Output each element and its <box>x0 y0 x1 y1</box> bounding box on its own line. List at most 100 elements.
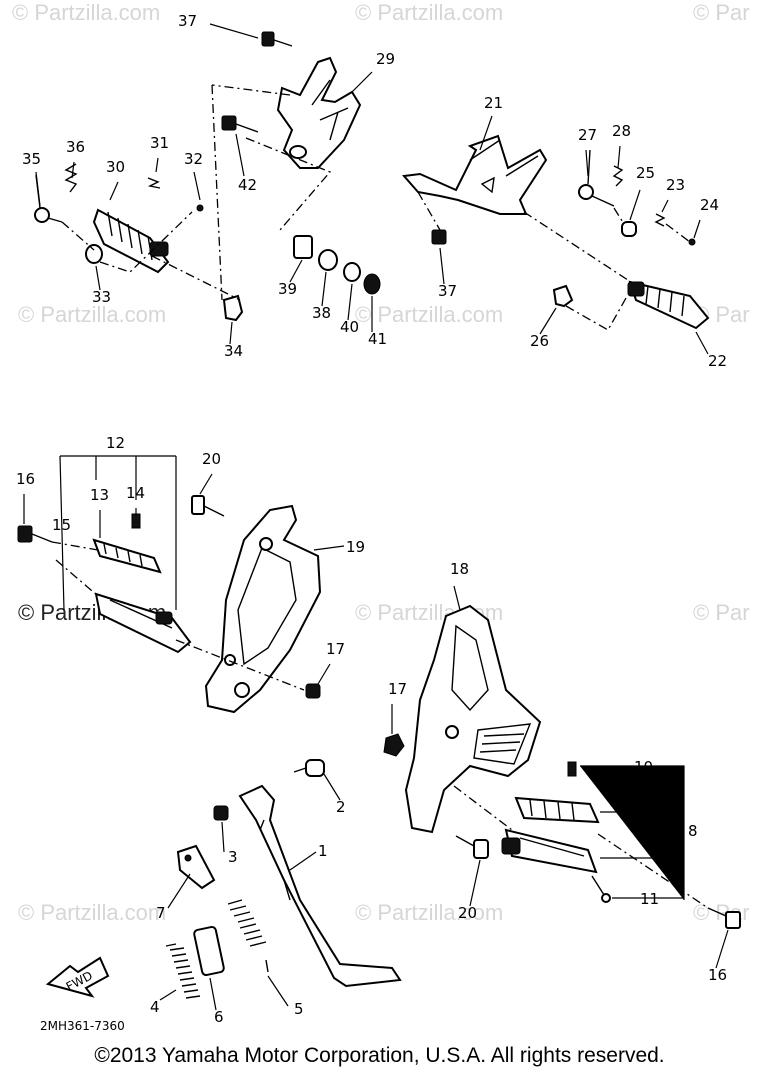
front-right-footrest-group <box>383 604 741 929</box>
callout-leader <box>715 929 729 969</box>
callout-40[interactable]: 40 <box>340 318 359 336</box>
bolt-icon <box>191 495 225 517</box>
callout-36[interactable]: 36 <box>66 138 85 156</box>
callout-leader <box>321 271 327 307</box>
front-bracket-left <box>204 504 322 714</box>
callout-20[interactable]: 20 <box>458 904 477 922</box>
rear-right-footrest-group <box>402 134 710 331</box>
ball-icon <box>196 204 204 212</box>
callout-leader <box>155 157 159 173</box>
callout-16[interactable]: 16 <box>16 470 35 488</box>
callout-6[interactable]: 6 <box>214 1008 224 1026</box>
callout-leader <box>317 663 331 685</box>
callout-37[interactable]: 37 <box>438 282 457 300</box>
watermark-layer: © Partzilla.com © Partzilla.com © Par © … <box>12 0 750 925</box>
callout-20[interactable]: 20 <box>202 450 221 468</box>
callout-29[interactable]: 29 <box>376 50 395 68</box>
rear-left-footrest-group <box>34 31 381 322</box>
watermark: © Par <box>693 900 750 925</box>
callout-9[interactable]: 9 <box>640 806 650 824</box>
bolt-icon <box>17 525 53 543</box>
callout-18[interactable]: 18 <box>450 560 469 578</box>
diagram-code: 2MH361-7360 <box>40 1019 125 1033</box>
callout-leader <box>629 189 641 221</box>
callout-37[interactable]: 37 <box>178 12 197 30</box>
callout-3[interactable]: 3 <box>228 848 238 866</box>
callout-31[interactable]: 31 <box>150 134 169 152</box>
watermark: © Par <box>693 600 750 625</box>
callout-28[interactable]: 28 <box>612 122 631 140</box>
callout-26[interactable]: 26 <box>530 332 549 350</box>
callout-leader <box>109 181 119 201</box>
callout-leader <box>193 171 201 201</box>
callout-30[interactable]: 30 <box>106 158 125 176</box>
spring-icon <box>227 899 267 947</box>
callout-leader <box>585 149 589 177</box>
washer-icon <box>343 262 361 282</box>
spacer-tube <box>193 925 225 977</box>
callout-leader <box>229 321 233 345</box>
watermark: © Partzilla.com <box>355 302 503 327</box>
callout-leader <box>289 851 317 871</box>
callout-leader <box>199 473 213 495</box>
ball-icon <box>85 244 103 264</box>
callout-38[interactable]: 38 <box>312 304 331 322</box>
washer-icon <box>222 294 244 322</box>
callout-2[interactable]: 2 <box>336 798 346 816</box>
watermark: © Partzilla.com <box>18 302 166 327</box>
callout-19[interactable]: 19 <box>346 538 365 556</box>
bolt-icon <box>707 907 741 929</box>
screw-icon <box>567 761 577 777</box>
callout-21[interactable]: 21 <box>484 94 503 112</box>
collar-icon <box>293 235 313 259</box>
callout-14[interactable]: 14 <box>126 484 145 502</box>
screw-icon <box>131 513 141 529</box>
fwd-arrow-icon: FWD <box>45 956 110 998</box>
callout-32[interactable]: 32 <box>184 150 203 168</box>
callout-22[interactable]: 22 <box>708 352 727 370</box>
callout-5[interactable]: 5 <box>294 1000 304 1018</box>
nut-icon <box>383 733 405 757</box>
callout-8[interactable]: 8 <box>688 822 698 840</box>
callout-leader <box>539 307 557 335</box>
callout-34[interactable]: 34 <box>224 342 243 360</box>
callout-leader <box>347 283 353 321</box>
callout-39[interactable]: 39 <box>278 280 297 298</box>
callout-leader <box>35 171 41 207</box>
nut-icon <box>213 805 229 821</box>
callout-leader <box>479 115 493 151</box>
callout-leader <box>159 989 177 1001</box>
callout-17[interactable]: 17 <box>326 640 345 658</box>
callout-17[interactable]: 17 <box>388 680 407 698</box>
callout-leader <box>267 975 289 1007</box>
callout-42[interactable]: 42 <box>238 176 257 194</box>
callout-10[interactable]: 10 <box>634 758 653 776</box>
callout-23[interactable]: 23 <box>666 176 685 194</box>
callout-4[interactable]: 4 <box>150 998 160 1016</box>
callout-41[interactable]: 41 <box>368 330 387 348</box>
callout-12[interactable]: 12 <box>106 434 125 452</box>
callout-7[interactable]: 7 <box>156 904 166 922</box>
spring-icon <box>654 213 666 227</box>
callout-27[interactable]: 27 <box>578 126 597 144</box>
callout-leader <box>209 23 259 39</box>
callout-leader <box>693 219 701 239</box>
washer-icon <box>552 284 574 308</box>
copyright-notice: ©2013 Yamaha Motor Corporation, U.S.A. A… <box>94 1044 665 1067</box>
callout-leader <box>209 977 217 1011</box>
watermark: © Partzilla.com <box>355 0 503 25</box>
callout-24[interactable]: 24 <box>700 196 719 214</box>
callout-25[interactable]: 25 <box>636 164 655 182</box>
sidestand-group: FWD <box>45 759 402 999</box>
callout-1[interactable]: 1 <box>318 842 328 860</box>
callout-35[interactable]: 35 <box>22 150 41 168</box>
callout-11[interactable]: 11 <box>640 890 659 908</box>
callout-33[interactable]: 33 <box>92 288 111 306</box>
callout-16[interactable]: 16 <box>708 966 727 984</box>
callout-15[interactable]: 15 <box>52 516 71 534</box>
sidestand <box>238 784 402 988</box>
callout-13[interactable]: 13 <box>90 486 109 504</box>
callout-leader <box>617 145 621 169</box>
